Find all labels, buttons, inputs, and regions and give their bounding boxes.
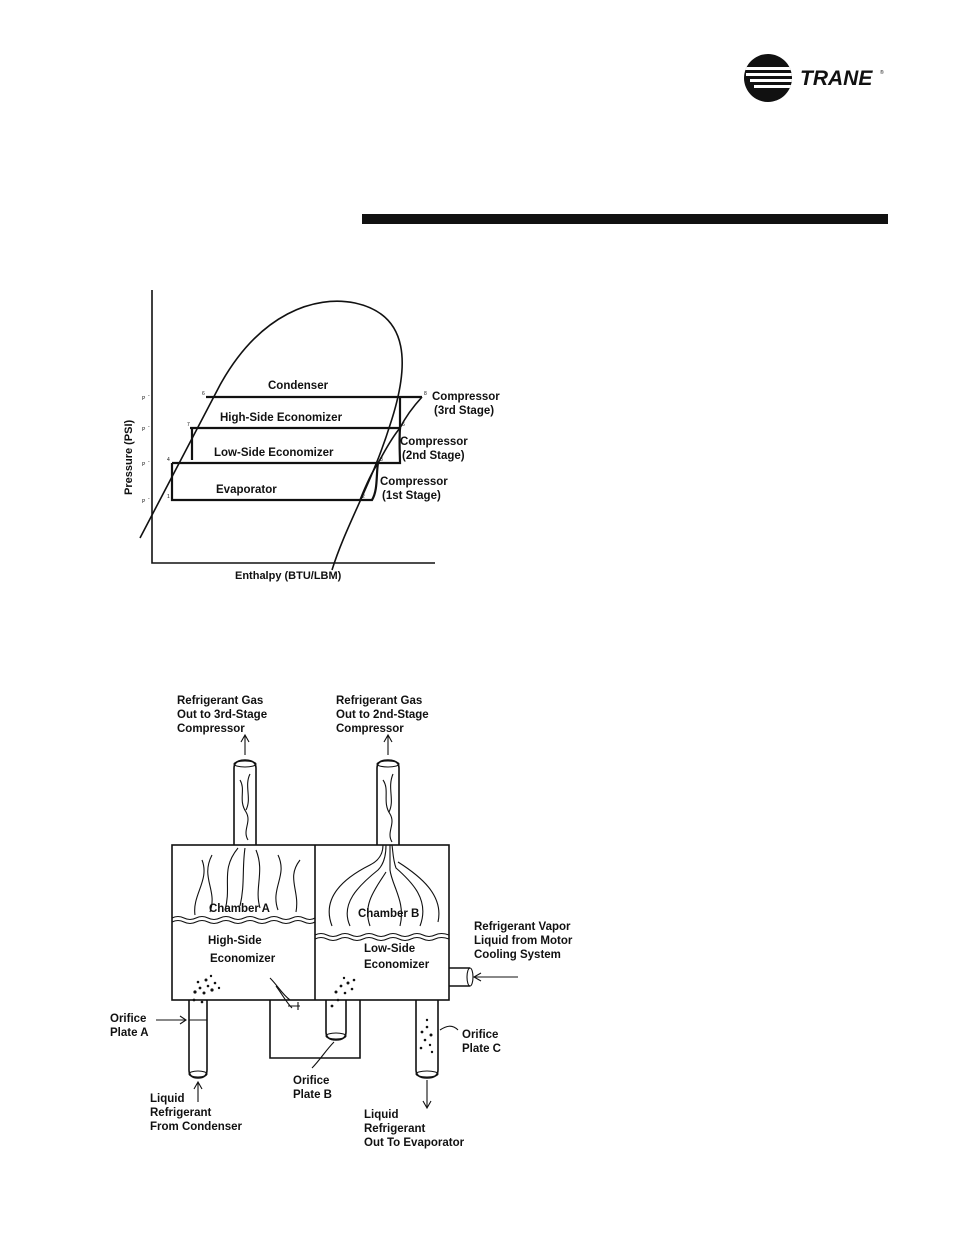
high-side-economizer-label: High-Side Economizer — [208, 935, 276, 965]
saturation-dome — [139, 300, 403, 571]
gas-out-2nd-label: Refrigerant Gas Out to 2nd-Stage Compres… — [336, 695, 429, 735]
svg-text:Compressor: Compressor — [177, 723, 245, 735]
svg-text:Refrigerant Gas: Refrigerant Gas — [177, 695, 263, 707]
orifice-plate-a-label: Orifice Plate A — [110, 1013, 149, 1039]
liquid-from-condenser-label: Liquid Refrigerant From Condenser — [150, 1093, 243, 1133]
y-axis-label: Pressure (PSI) — [123, 419, 135, 495]
svg-text:Orifice: Orifice — [110, 1013, 146, 1025]
x-axis-label: Enthalpy (BTU/LBM) — [235, 570, 342, 582]
evaporator-label: Evaporator — [216, 484, 277, 496]
gas-out-3rd-label: Refrigerant Gas Out to 3rd-Stage Compres… — [177, 695, 267, 735]
motor-cooling-inlet — [449, 967, 470, 987]
outlet-pipe-2nd — [376, 759, 400, 845]
svg-text:P: P — [142, 396, 146, 402]
high-side-economizer-label: High-Side Economizer — [220, 412, 343, 424]
low-side-economizer-label: Low-Side Economizer — [214, 447, 334, 459]
svg-text:Orifice: Orifice — [293, 1075, 329, 1087]
svg-text:6: 6 — [202, 391, 205, 397]
svg-text:Out To Evaporator: Out To Evaporator — [364, 1137, 465, 1149]
compression-curve-2 — [377, 427, 401, 464]
svg-text:Economizer: Economizer — [364, 959, 430, 971]
svg-text:Economizer: Economizer — [210, 953, 276, 965]
svg-text:1: 1 — [167, 494, 170, 500]
brand-name: TRANE — [800, 67, 873, 90]
svg-text:From Condenser: From Condenser — [150, 1121, 243, 1133]
svg-text:3: 3 — [380, 457, 383, 463]
orifice-b-pointer — [311, 1041, 335, 1069]
economizer-vessel — [171, 844, 450, 1001]
svg-text:Plate C: Plate C — [462, 1043, 501, 1055]
svg-text:®: ® — [880, 69, 884, 76]
svg-text:P: P — [142, 462, 146, 468]
orifice-plate-a-pipe — [188, 1000, 208, 1079]
condenser-label: Condenser — [268, 380, 329, 392]
svg-text:-: - — [148, 424, 150, 430]
trane-logo-graphic: TRANE ® — [744, 54, 884, 102]
trane-logo: TRANE ® — [742, 52, 892, 104]
globe-icon — [744, 54, 792, 102]
svg-text:Liquid from Motor: Liquid from Motor — [474, 935, 573, 947]
low-side-box — [172, 427, 402, 465]
svg-text:6: 6 — [402, 422, 405, 428]
compressor-2nd-label: Compressor — [400, 436, 468, 448]
svg-text:High-Side: High-Side — [208, 935, 262, 947]
svg-text:Orifice: Orifice — [462, 1029, 498, 1041]
liquid-out-arrow — [422, 1080, 432, 1110]
svg-text:P: P — [142, 427, 146, 433]
svg-text:Refrigerant Vapor: Refrigerant Vapor — [474, 921, 571, 933]
svg-text:4: 4 — [167, 457, 170, 463]
evaporator-box — [170, 462, 380, 502]
gas-out-2nd-arrow — [383, 733, 393, 755]
pressure-enthalpy-diagram: P P P P - - - - 6 7 4 1 8 6 3 2 Condense… — [110, 285, 510, 585]
compressor-1st-stage: (1st Stage) — [382, 490, 441, 502]
compressor-2nd-stage: (2nd Stage) — [402, 450, 465, 462]
chamber-b-label: Chamber B — [358, 908, 419, 920]
orifice-plate-c-label: Orifice Plate C — [462, 1029, 501, 1055]
svg-text:Liquid: Liquid — [150, 1093, 185, 1105]
svg-text:Plate A: Plate A — [110, 1027, 149, 1039]
compressor-3rd-label: Compressor — [432, 391, 500, 403]
spray-dots — [192, 974, 434, 1054]
svg-text:Refrigerant: Refrigerant — [364, 1123, 426, 1135]
low-side-economizer-label: Low-Side Economizer — [364, 943, 430, 971]
gas-out-3rd-arrow — [240, 733, 250, 755]
svg-text:Compressor: Compressor — [336, 723, 404, 735]
liquid-in-arrow — [193, 1080, 203, 1102]
svg-text:-: - — [148, 459, 150, 465]
svg-text:P: P — [142, 499, 146, 505]
section-rule — [362, 214, 888, 224]
compression-curve-1 — [359, 462, 379, 501]
svg-text:Refrigerant: Refrigerant — [150, 1107, 212, 1119]
outlet-pipe-3rd — [233, 759, 257, 845]
motor-cooling-label: Refrigerant Vapor Liquid from Motor Cool… — [474, 921, 573, 961]
svg-text:Low-Side: Low-Side — [364, 943, 415, 955]
svg-text:Cooling System: Cooling System — [474, 949, 561, 961]
orifice-plate-c-pipe — [415, 1000, 439, 1079]
svg-text:-: - — [148, 393, 150, 399]
economizer-diagram: Refrigerant Gas Out to 3rd-Stage Compres… — [100, 690, 590, 1160]
svg-text:Liquid: Liquid — [364, 1109, 399, 1121]
svg-text:Out to 3rd-Stage: Out to 3rd-Stage — [177, 709, 267, 721]
orifice-c-pointer — [439, 1025, 459, 1031]
svg-text:Plate B: Plate B — [293, 1089, 332, 1101]
orifice-a-pointer — [156, 1015, 187, 1025]
svg-text:-: - — [148, 496, 150, 502]
svg-text:8: 8 — [424, 391, 427, 397]
svg-text:7: 7 — [187, 422, 190, 428]
compressor-3rd-stage: (3rd Stage) — [434, 405, 494, 417]
compressor-1st-label: Compressor — [380, 476, 448, 488]
chamber-a-label: Chamber A — [209, 903, 270, 915]
liquid-to-evaporator-label: Liquid Refrigerant Out To Evaporator — [364, 1109, 465, 1149]
orifice-plate-b-label: Orifice Plate B — [293, 1075, 332, 1101]
motor-cooling-arrow — [472, 972, 518, 982]
svg-text:Refrigerant Gas: Refrigerant Gas — [336, 695, 422, 707]
svg-text:Out to 2nd-Stage: Out to 2nd-Stage — [336, 709, 429, 721]
orifice-b-sump — [269, 1000, 361, 1059]
compression-curve-3 — [399, 396, 423, 429]
svg-text:2: 2 — [362, 494, 365, 500]
chart-axes — [151, 290, 435, 564]
